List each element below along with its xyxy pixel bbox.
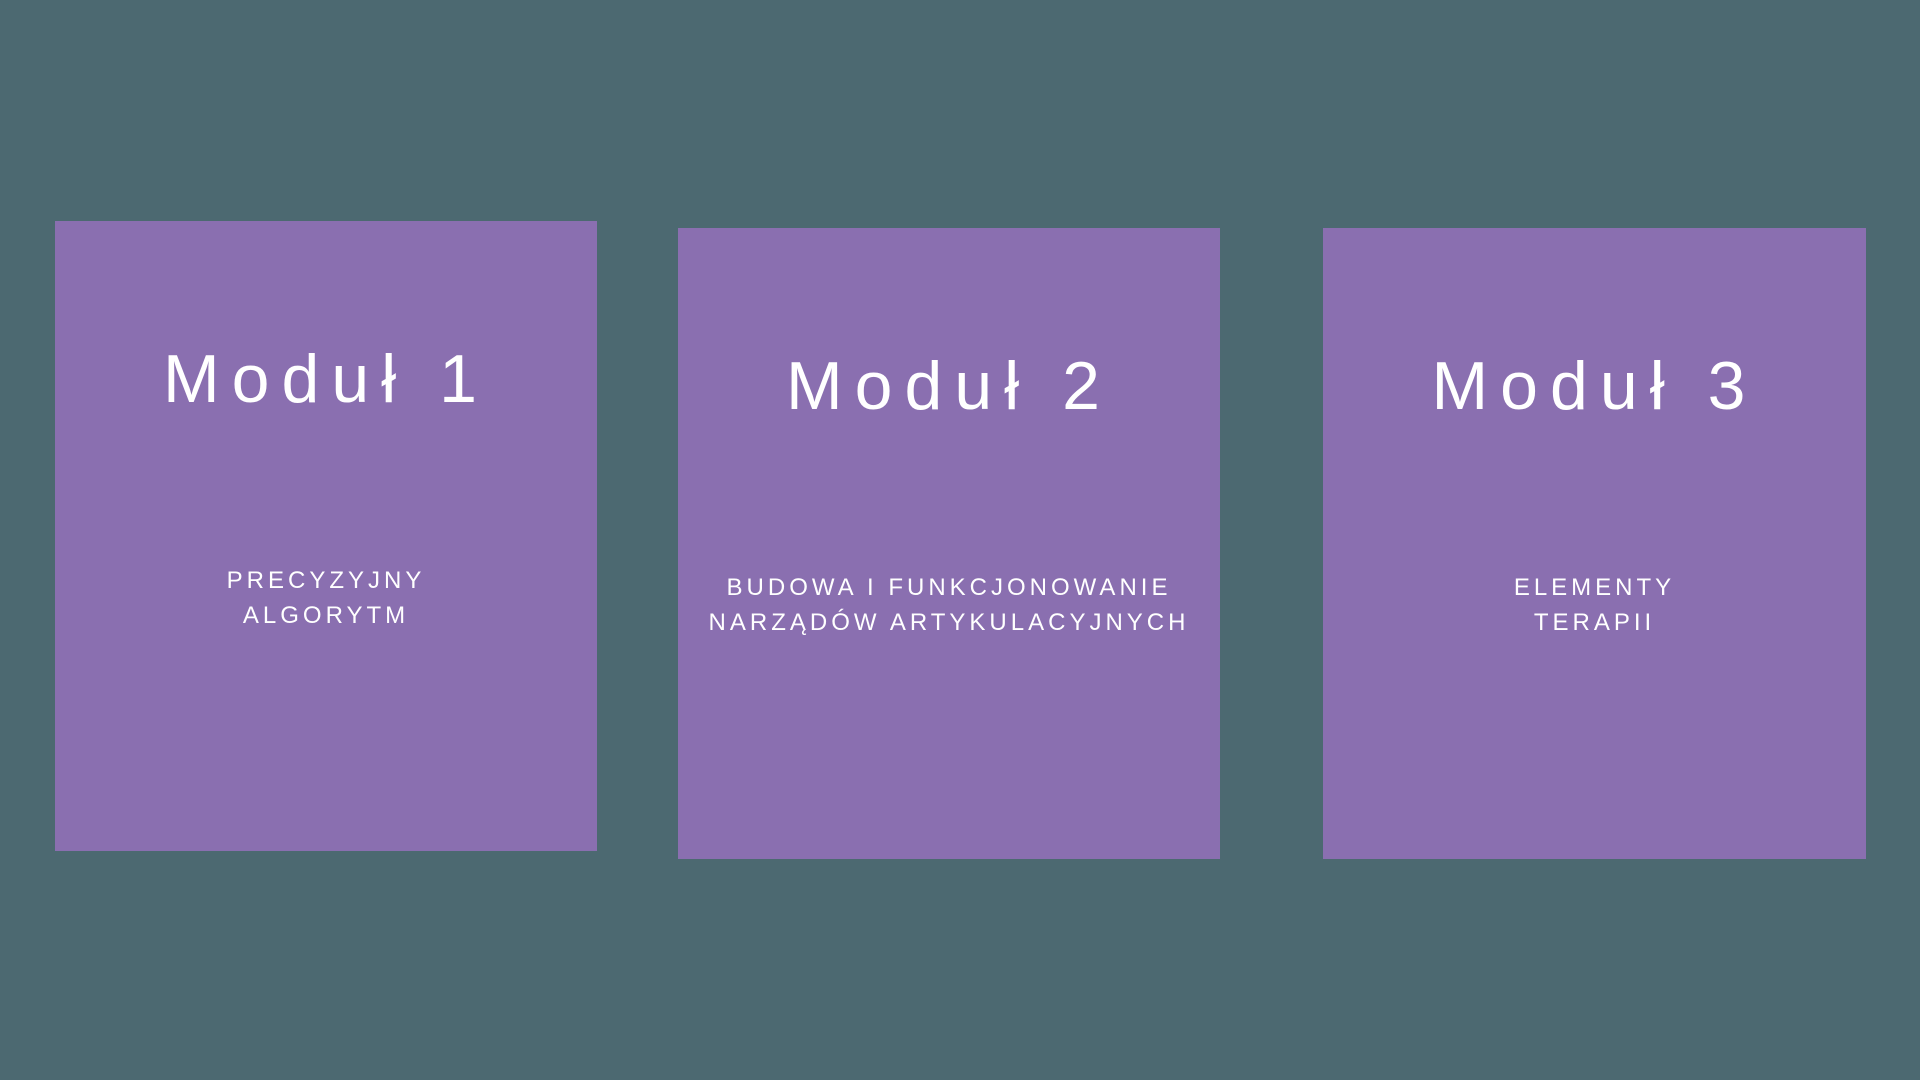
module-card-2: Moduł 2 BUDOWA I FUNKCJONOWANIE NARZĄDÓW… [678, 228, 1220, 859]
module-card-1: Moduł 1 PRECYZYJNY ALGORYTM [55, 221, 597, 851]
module-card-3: Moduł 3 ELEMENTY TERAPII [1323, 228, 1866, 859]
module-3-title: Moduł 3 [1431, 348, 1758, 424]
module-1-subtitle-line-1: PRECYZYJNY [226, 567, 426, 594]
module-1-subtitle: PRECYZYJNY ALGORYTM [55, 563, 597, 633]
module-2-subtitle-line-1: BUDOWA I FUNKCJONOWANIE [726, 574, 1172, 601]
module-2-title: Moduł 2 [786, 348, 1112, 424]
module-2-subtitle: BUDOWA I FUNKCJONOWANIE NARZĄDÓW ARTYKUL… [678, 570, 1220, 640]
module-3-subtitle-line-2: TERAPII [1533, 609, 1656, 636]
module-1-title: Moduł 1 [163, 341, 489, 417]
module-3-subtitle-line-1: ELEMENTY [1513, 574, 1676, 601]
module-1-subtitle-line-2: ALGORYTM [242, 602, 410, 629]
module-3-subtitle: ELEMENTY TERAPII [1323, 570, 1866, 640]
module-2-subtitle-line-2: NARZĄDÓW ARTYKULACYJNYCH [708, 609, 1190, 636]
